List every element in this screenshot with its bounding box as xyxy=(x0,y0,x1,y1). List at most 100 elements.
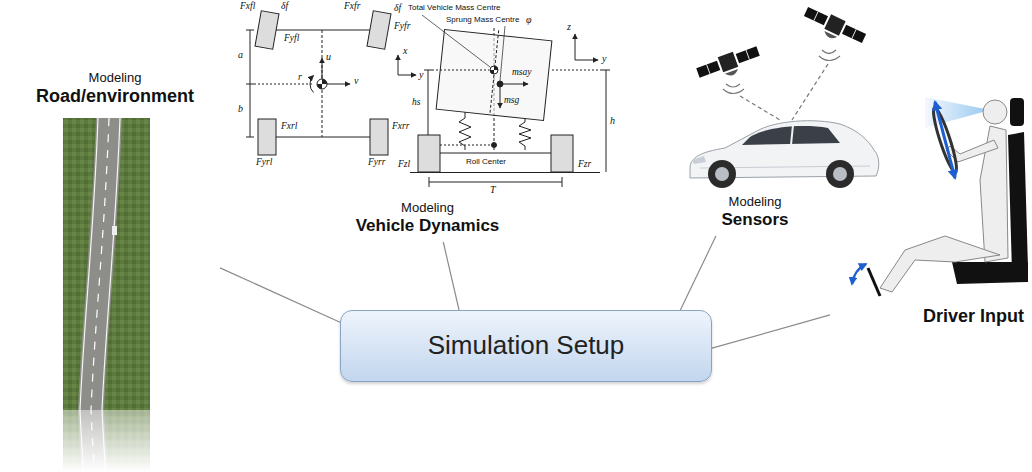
driver-figure-part xyxy=(868,268,880,296)
node-subtitle: Modeling xyxy=(729,194,782,210)
vehicle-roll-view-part xyxy=(492,143,497,148)
annotation-label: Roll Center xyxy=(466,158,506,166)
symbol-label: Fxfl xyxy=(240,2,255,12)
vehicle-roll-view-part xyxy=(432,145,490,146)
vehicle-roll-view-part xyxy=(500,26,505,81)
car-part xyxy=(708,160,736,188)
symbol-label: Fyrr xyxy=(368,158,385,168)
gps-signal-part xyxy=(822,50,836,54)
symbol-label: Fyrl xyxy=(256,158,272,168)
vehicle-roll-view-part xyxy=(562,177,563,187)
vehicle-roll-view-part xyxy=(424,70,432,71)
satellite-part xyxy=(814,12,818,21)
symbol-label: v xyxy=(354,76,358,86)
connector-line xyxy=(680,236,716,310)
driver-figure-part xyxy=(983,100,1007,124)
annotation-label: Sprung Mass Centre xyxy=(446,16,519,24)
symbol-label: z xyxy=(567,22,571,32)
car-part xyxy=(791,125,793,145)
model-group: ModelingSensors xyxy=(700,192,810,236)
car-part xyxy=(833,167,847,181)
node-subtitle: Modeling xyxy=(401,200,454,216)
node-subtitle: Modeling xyxy=(89,70,142,86)
vehicle-top-view-part xyxy=(322,79,327,84)
symbol-label: Fzl xyxy=(398,160,410,170)
gps-signal-part xyxy=(819,56,840,61)
symbol-label: Fxrr xyxy=(392,122,409,132)
vehicle-top-view-part xyxy=(310,76,314,93)
vehicle-roll-view-part xyxy=(410,172,600,173)
symbol-label: Fyfr xyxy=(394,22,410,32)
vehicle-roll-view-part xyxy=(490,70,494,74)
driver-figure-part xyxy=(952,262,1028,284)
satellite-part xyxy=(718,52,739,73)
vehicle-top-view-part xyxy=(317,79,327,89)
satellite-part xyxy=(696,61,720,78)
vehicle-top-view-part xyxy=(367,11,391,50)
symbol-label: b xyxy=(238,104,243,114)
driver-figure-part xyxy=(880,236,1000,292)
vehicle-roll-view-part xyxy=(428,70,429,145)
vehicle-roll-view-part xyxy=(432,70,489,71)
symbol-label: T xyxy=(490,185,496,195)
gps-signal-part xyxy=(740,96,780,120)
vehicle-roll-view xyxy=(410,15,610,187)
vehicle-roll-view-part xyxy=(497,81,503,87)
driver-figure-part xyxy=(852,264,866,284)
process-box: Simulation Setup xyxy=(340,310,712,382)
vehicle-roll-view-part xyxy=(429,182,562,183)
road-aerial-image-part xyxy=(78,118,122,410)
vehicle-top-view-part xyxy=(254,84,312,85)
symbol-label: φ xyxy=(526,15,532,25)
satellite-part xyxy=(746,50,749,59)
road-reflection-part xyxy=(63,410,150,472)
node-title: Sensors xyxy=(721,210,788,230)
vehicle-roll-view-part xyxy=(519,118,531,150)
symbol-label: Fxrl xyxy=(281,122,297,132)
symbol-label: Fzr xyxy=(578,160,591,170)
vehicle-roll-view-part xyxy=(490,66,498,74)
vehicle-top-view-part xyxy=(246,137,254,138)
vehicle-top-view-part xyxy=(327,84,350,85)
symbol-label: r xyxy=(298,72,302,82)
driver-figure-part xyxy=(935,102,955,178)
symbol-label: y xyxy=(602,54,606,64)
vehicle-roll-view-part xyxy=(602,70,610,71)
driver-figure-part xyxy=(1008,132,1028,272)
symbol-label: a xyxy=(238,50,243,60)
model-group: ModelingVehicle Dynamics xyxy=(340,198,515,242)
vehicle-top-view-part xyxy=(246,84,254,85)
car xyxy=(690,121,879,188)
node-title: Road/environment xyxy=(36,86,194,108)
vehicle-roll-view-part xyxy=(429,177,430,187)
satellite-part xyxy=(823,31,837,41)
vehicle-top-view-part xyxy=(317,84,322,89)
symbol-label: Fxfr xyxy=(344,2,360,12)
road-aerial-image-part xyxy=(112,226,117,235)
vehicle-roll-view-part xyxy=(551,135,573,172)
road-reflection xyxy=(63,410,150,472)
node-title: Vehicle Dynamics xyxy=(356,216,500,236)
vehicle-top-view-part xyxy=(267,137,379,138)
vehicle-roll-view-part xyxy=(575,60,598,61)
symbol-label: δf xyxy=(394,4,401,14)
gps-signal-part xyxy=(792,64,828,120)
satellite-part xyxy=(725,69,740,78)
road-aerial-image-part xyxy=(63,118,150,410)
connector-line xyxy=(712,315,830,348)
car-part xyxy=(715,167,729,181)
vehicle-roll-view-part xyxy=(552,70,602,71)
satellite xyxy=(695,44,763,87)
vehicle-top-view-part xyxy=(322,58,323,79)
node-title: Driver Input xyxy=(923,306,1024,328)
satellite-part xyxy=(804,7,828,25)
vehicle-top-view-part xyxy=(370,119,388,155)
input-group: Driver Input xyxy=(830,88,1028,332)
vehicle-top-view-part xyxy=(255,11,279,50)
car-part xyxy=(692,156,706,164)
symbol-label: x xyxy=(403,46,407,56)
gps-signal-part xyxy=(723,89,744,94)
symbol-label: msg xyxy=(504,96,519,106)
road-aerial-image-part xyxy=(80,118,98,410)
